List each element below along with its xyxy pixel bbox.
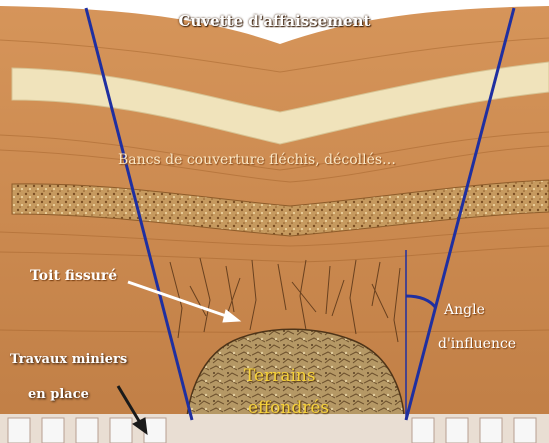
- label-terrains-line2: effondrés: [248, 398, 329, 418]
- label-angle-line1: Angle: [444, 302, 485, 318]
- label-bancs-couverture: Bancs de couverture fléchis, décollés…: [118, 152, 396, 168]
- label-angle-line2: d'influence: [438, 336, 516, 352]
- diagram-title: Cuvette d'affaissement: [0, 12, 549, 30]
- label-toit-fissure: Toit fissuré: [30, 268, 117, 284]
- label-travaux-line2: en place: [28, 387, 89, 402]
- mine-workings: [0, 414, 549, 443]
- label-terrains-line1: Terrains: [244, 366, 316, 386]
- label-travaux-line1: Travaux miniers: [10, 352, 127, 367]
